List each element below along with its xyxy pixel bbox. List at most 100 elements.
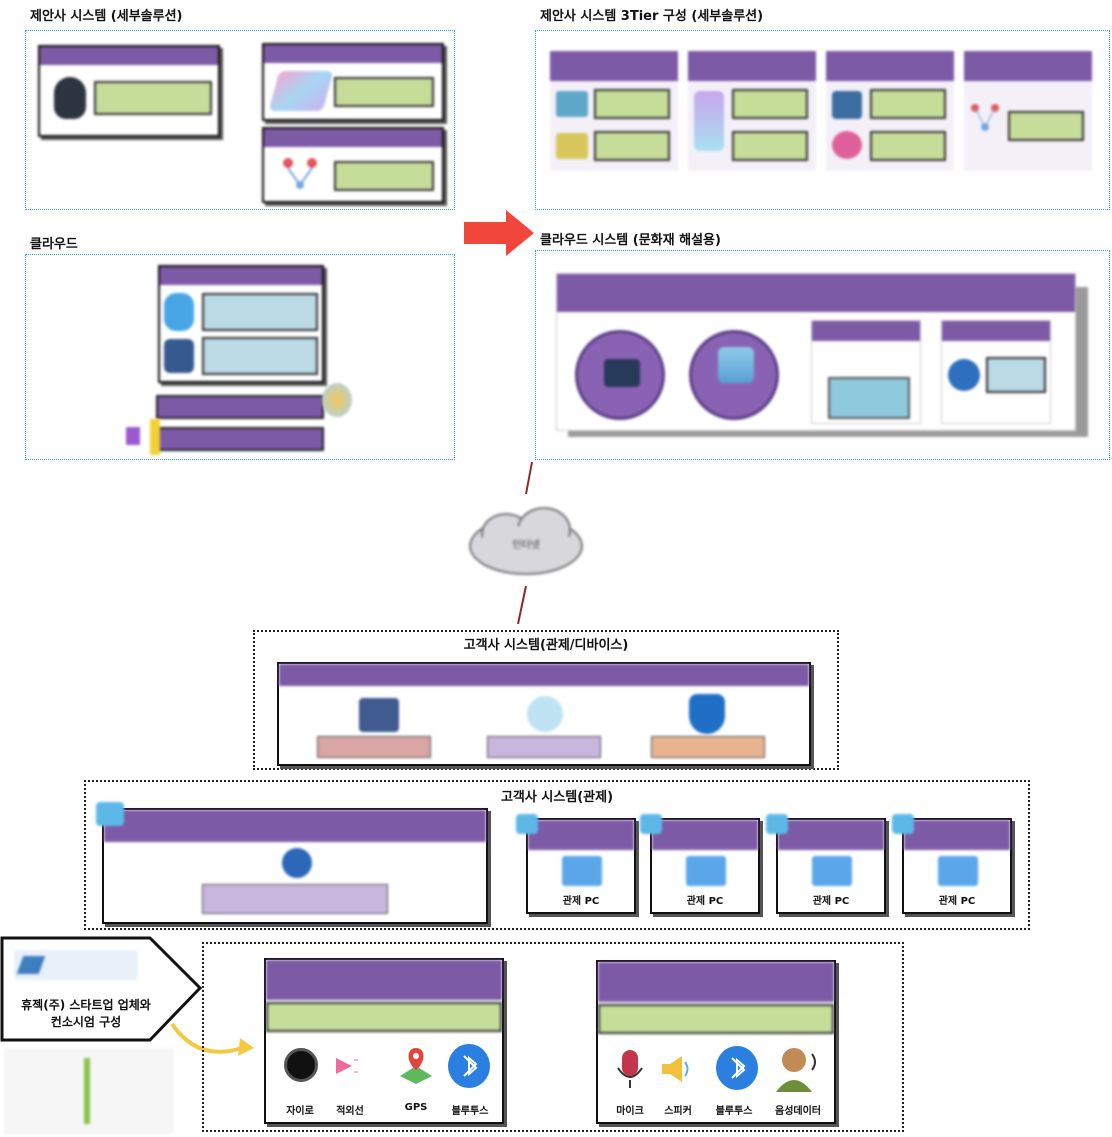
cloud-ai-card (158, 265, 324, 383)
proposal-system-frame (25, 30, 455, 210)
network-node-icon (970, 103, 1000, 133)
storage-icon (948, 359, 980, 391)
device-icon (126, 427, 140, 445)
monitor-icon (359, 698, 399, 732)
wifi-icon (766, 814, 788, 834)
audio-item-label: 마이크 (616, 1106, 644, 1117)
tier-column-web (550, 51, 678, 171)
microphone-icon (612, 1048, 648, 1092)
cloud-service-bar-1 (156, 395, 324, 419)
cloud-service-bar-2 (156, 427, 324, 451)
sensor-item-label: 자이로 (286, 1106, 314, 1117)
tier-column-db (826, 51, 954, 171)
proposal-card-3-module (334, 161, 434, 191)
proposal-card-1-header (40, 47, 218, 65)
security-shield-icon (689, 694, 725, 734)
proposal-card-2 (262, 43, 444, 121)
user-icon (322, 383, 352, 417)
wifi-icon (892, 814, 914, 834)
proposal-3tier-frame (535, 30, 1110, 210)
proposal-card-2-module (334, 77, 434, 107)
sensor-item-label: 블루투스 (451, 1106, 489, 1117)
client-control-frame: 고객사 시스템(관제) 관제 PC 관제 PC 관제 PC 관제 PC (84, 780, 1030, 930)
proposal-system-title: 제안사 시스템 (세부솔루션) (30, 9, 183, 24)
audio-item-label: 스피커 (664, 1106, 692, 1117)
device-frame: 자이로 적외선 GPS 블루투스 마이크 스피커 블루투스 음성데이터 (202, 942, 904, 1132)
consortium-thumbnail (4, 1048, 174, 1134)
control-pc-panel-4: 관제 PC (902, 818, 1012, 914)
sensor-panel: 자이로 적외선 GPS 블루투스 (264, 958, 504, 1124)
database-icon (832, 91, 862, 119)
speaker-icon (660, 1054, 692, 1084)
tier-column-4 (964, 51, 1092, 171)
bluetooth-icon (716, 1046, 758, 1090)
wifi-icon (516, 814, 538, 834)
cloud-service-circle-2 (689, 330, 779, 420)
bluetooth-icon (448, 1044, 490, 1088)
audio-item-label: 음성데이터 (775, 1106, 821, 1117)
cloud-service-circle-1 (575, 330, 665, 420)
cloud-storage-group (941, 320, 1051, 424)
link-line-bottom (517, 585, 527, 625)
migration-arrow-icon (464, 210, 534, 256)
tier-column-was (688, 51, 816, 171)
pc-icon (562, 856, 602, 886)
consortium-line-1: 휴젝(주) 스타트업 업체와 (21, 998, 151, 1012)
server-cluster-icon (828, 377, 910, 419)
proposal-card-2-header (264, 45, 442, 63)
app-server-icon (694, 91, 724, 151)
proposal-card-1 (38, 45, 220, 137)
control-pc-label: 관제 PC (812, 896, 850, 907)
internet-cloud-icon (469, 507, 583, 575)
search-icon (527, 696, 563, 732)
control-pc-panel-2: 관제 PC (650, 818, 760, 914)
proposal-card-1-module (94, 81, 212, 115)
cloud-title: 클라우드 (30, 237, 78, 252)
voice-data-icon (774, 1042, 822, 1094)
analytics-icon (832, 131, 862, 159)
infrared-icon (336, 1056, 360, 1076)
proposal-card-3-header (264, 129, 442, 147)
consortium-line-2: 컨소시엄 구성 (50, 1015, 122, 1029)
cloud-system-title: 클라우드 시스템 (문화재 해설용) (540, 233, 721, 248)
pc-icon (938, 856, 978, 886)
cloud-vpc-header (557, 274, 1075, 312)
client-control-title: 고객사 시스템(관제) (500, 790, 614, 805)
beacon-device-icon (54, 77, 86, 119)
cloud-frame (25, 254, 455, 460)
control-pc-label: 관제 PC (562, 896, 600, 907)
sensor-item-label: 적외선 (336, 1106, 364, 1117)
wifi-icon (640, 814, 662, 834)
shield-icon (164, 339, 194, 373)
cloud-vpc (556, 273, 1076, 431)
control-pc-label: 관제 PC (938, 896, 976, 907)
control-pc-label: 관제 PC (686, 896, 724, 907)
wifi-icon (96, 802, 124, 826)
pc-icon (812, 856, 852, 886)
ai-robot-icon (164, 293, 194, 331)
window-icon (556, 133, 588, 159)
cloud-ec2-group (811, 320, 921, 424)
client-device-frame: 고객사 시스템(관제/디바이스) (253, 630, 839, 770)
client-device-title: 고객사 시스템(관제/디바이스) (463, 638, 629, 653)
audio-item-label: 블루투스 (715, 1106, 753, 1117)
map-platform-icon (268, 71, 334, 111)
cloud-system-frame (535, 250, 1110, 460)
proposal-3tier-title: 제안사 시스템 3Tier 구성 (세부솔루션) (540, 9, 764, 24)
client-device-panel (277, 662, 811, 766)
server-icon (556, 91, 588, 117)
sensor-item-label: GPS (404, 1102, 428, 1113)
control-pc-panel-1: 관제 PC (526, 818, 636, 914)
control-solution-panel (102, 808, 488, 924)
pc-icon (686, 856, 726, 886)
location-network-icon (280, 155, 324, 193)
control-pc-panel-3: 관제 PC (776, 818, 886, 914)
gyro-icon (284, 1048, 318, 1082)
internet-label: 인터넷 (512, 540, 540, 551)
gps-icon (398, 1046, 434, 1086)
company-logo (14, 950, 138, 980)
link-line-top (525, 461, 533, 495)
proposal-card-3 (262, 127, 444, 203)
connector-icon (150, 419, 160, 455)
audio-panel: 마이크 스피커 블루투스 음성데이터 (596, 960, 836, 1124)
